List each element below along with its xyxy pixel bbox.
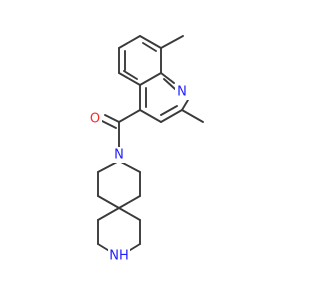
bond	[118, 207, 141, 221]
bond	[160, 35, 184, 49]
bond	[118, 109, 141, 123]
skeletal-structure-diagram: N O N NH	[88, 35, 204, 264]
bond	[118, 195, 141, 209]
amide-nitrogen-label: N	[114, 148, 124, 163]
bond	[118, 72, 141, 86]
bond	[181, 109, 204, 123]
double-bond-line	[142, 42, 157, 52]
bond	[139, 109, 162, 123]
bond-layer	[97, 35, 204, 253]
secondary-amine-atom: NH	[108, 248, 130, 264]
carbonyl-oxygen-label: O	[90, 112, 100, 127]
bond	[139, 35, 162, 49]
carbonyl-oxygen-atom: O	[88, 111, 102, 127]
secondary-amine-label: NH	[109, 249, 129, 264]
bond	[181, 99, 189, 111]
amide-nitrogen-atom: N	[112, 147, 126, 163]
double-bond-line	[104, 114, 120, 123]
double-bond-line	[160, 105, 178, 116]
bond	[139, 72, 162, 86]
bond	[160, 72, 175, 84]
quinoline-nitrogen-atom: N	[175, 84, 189, 100]
double-bond-line	[101, 120, 117, 129]
atom-label-layer: N O N NH	[88, 84, 189, 264]
bond	[97, 207, 120, 221]
double-bond-line	[123, 70, 138, 80]
quinoline-nitrogen-label: N	[177, 85, 187, 100]
molecule-canvas: N O N NH	[88, 35, 204, 264]
bond	[118, 35, 141, 49]
bond	[160, 109, 183, 123]
double-bond-line	[163, 78, 176, 90]
bond	[97, 195, 120, 209]
